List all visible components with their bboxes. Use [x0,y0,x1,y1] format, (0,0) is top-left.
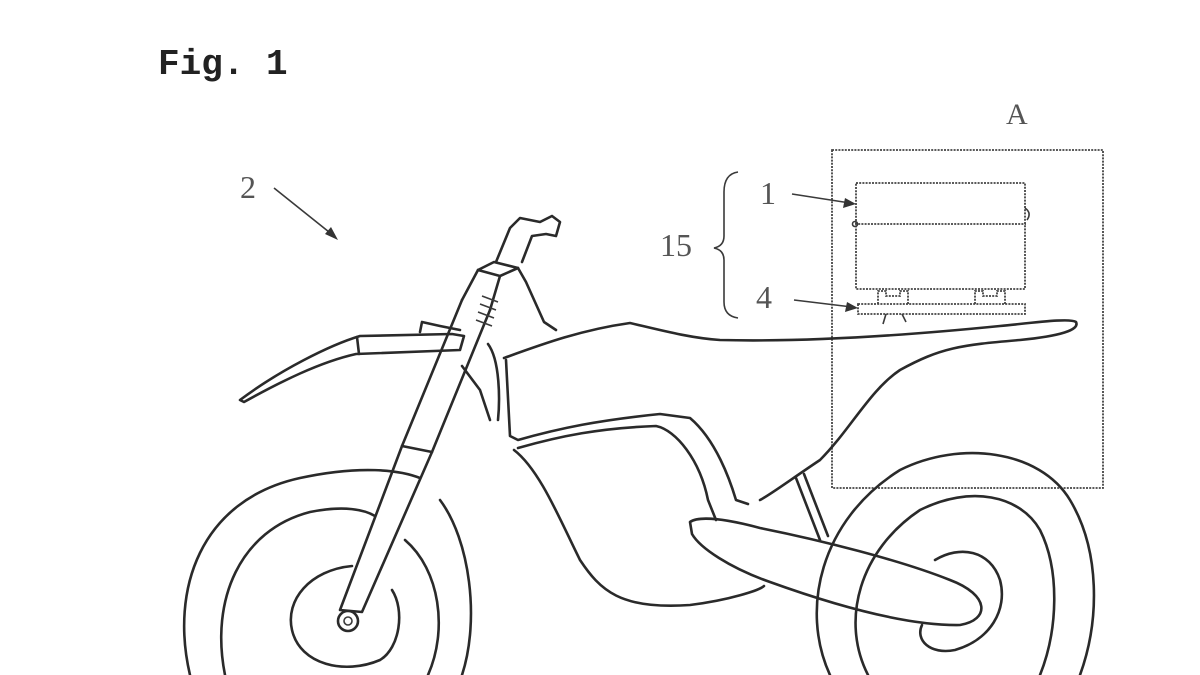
battery-latch [1024,207,1030,221]
tank-inner-line [516,424,718,522]
rear-shock [794,472,830,542]
ref-15-brace: 15 [660,171,739,319]
ref-label-a: A [1006,98,1028,131]
mount-clip-left [877,290,909,304]
front-tire-outer-right [438,498,473,675]
ref-2-arrowhead-icon [325,227,338,240]
engine-cover [512,448,766,608]
brace-shape [713,171,739,319]
ref-4-arrow-line [793,299,853,308]
front-axle-inner [343,616,353,626]
tank-side [504,358,750,506]
ref-label-1: 1 [760,175,776,211]
ref-1-arrowhead-icon [843,198,856,208]
front-tire-outer [182,468,422,675]
fork-spring [475,295,499,327]
rear-tire-inner [854,494,1056,675]
ref-label-15: 15 [660,227,692,263]
mount-plate: 4 [756,279,1026,325]
ref-label-4: 4 [756,279,772,315]
ref-2-arrow-line [273,187,335,237]
rear-tire-outer [815,451,1096,675]
ref-label-2: 2 [240,169,256,205]
front-tire-inner-right [403,538,441,675]
fender-bracket [418,320,462,334]
ref-1-arrow-line [791,193,851,204]
battery-unit: 1 [760,175,1030,290]
ref-2-callout: 2 [240,169,338,240]
ref-4-arrowhead-icon [845,302,858,312]
front-hub [289,564,401,668]
fork-brace [516,266,558,332]
mount-clip-right [974,290,1006,304]
figure-title: Fig. 1 [158,44,288,85]
seat-and-tail [502,319,1078,502]
fork-clamp [460,268,502,312]
front-tire-inner [220,507,377,675]
fender-seam [355,335,361,356]
battery-box [855,182,1026,290]
swingarm [688,517,983,627]
battery-pivot-left [851,220,859,228]
motorcycle-drawing [182,214,1096,675]
mount-stand [882,313,907,325]
mount-base [857,303,1026,315]
fork-top [476,260,520,278]
detail-region-a: A [831,98,1104,489]
frame-front [460,342,501,422]
front-axle [336,609,360,633]
front-fender [238,332,466,404]
handlebar [494,214,562,264]
fork-upper [400,298,492,454]
rear-hub [919,550,1004,653]
detail-box [831,149,1104,489]
